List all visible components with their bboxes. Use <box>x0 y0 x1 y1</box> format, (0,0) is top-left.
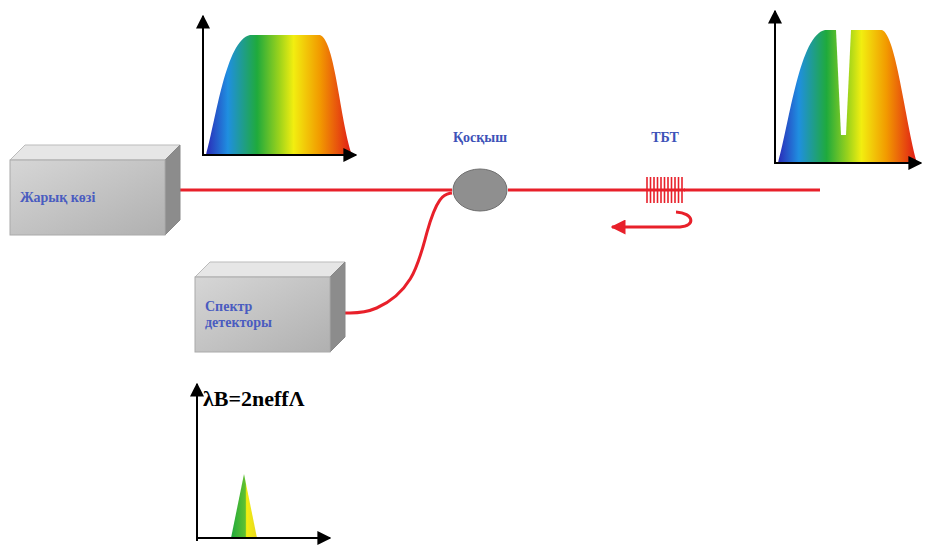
fiber <box>684 189 820 192</box>
fiber-bragg-grating: ТБТ <box>645 176 685 204</box>
transmitted-spectrum <box>774 11 921 164</box>
coupler: Қосқыш <box>452 168 508 212</box>
optical-fiber <box>345 193 452 313</box>
node-label: Жарық көзі <box>20 190 95 206</box>
node-heading: ТБТ <box>651 130 679 146</box>
node-heading: Қосқыш <box>453 130 507 146</box>
source-spectrum <box>202 16 356 156</box>
device-box: Спектр детекторы <box>195 262 345 352</box>
node-label: Спектр детекторы <box>205 299 295 331</box>
node-shape <box>645 176 685 204</box>
optical-fiber <box>180 189 452 192</box>
optical-fiber <box>508 189 645 192</box>
device-box: Жарық көзі <box>10 145 180 235</box>
node-shape <box>452 168 508 212</box>
reflected-spectrum <box>196 384 330 541</box>
bragg-formula: λB=2neffΛ <box>203 386 304 412</box>
reflection-arrow <box>612 212 691 227</box>
